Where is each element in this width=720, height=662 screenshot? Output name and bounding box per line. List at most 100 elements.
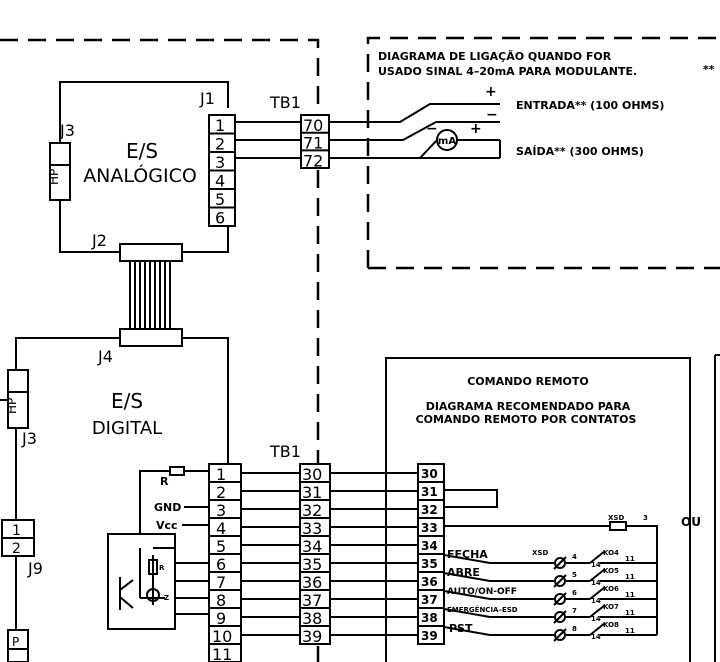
analog-j2-label: J2 bbox=[91, 231, 107, 250]
remote-subtitle1: DIAGRAMA RECOMENDADO PARA bbox=[426, 400, 631, 413]
r-resistor bbox=[169, 466, 185, 476]
p-connector bbox=[7, 629, 29, 662]
digital-pin-strip bbox=[208, 463, 242, 662]
relay-terminal: 14 bbox=[591, 633, 601, 641]
xsd-top-num: 3 bbox=[643, 514, 648, 522]
analog-j2-connector bbox=[119, 243, 183, 262]
remote-command-box bbox=[385, 357, 691, 662]
relay-common: 11 bbox=[625, 555, 635, 563]
digital-tb1-terminal-38: 38 bbox=[302, 609, 322, 628]
j9-label: J9 bbox=[27, 559, 43, 578]
xsd-top-resistor bbox=[609, 521, 627, 531]
analog-tb1-label: TB1 bbox=[269, 93, 301, 112]
relay-common: 11 bbox=[625, 573, 635, 581]
relay-common: 11 bbox=[625, 627, 635, 635]
emergencia-label: EMERGÊNCIA–ESD bbox=[447, 605, 518, 614]
analog-hp-label: HP bbox=[47, 169, 61, 185]
digital-pin-1: 1 bbox=[216, 465, 226, 484]
relay-name: KO4 bbox=[603, 549, 619, 557]
analog-tb1-terminal-72: 72 bbox=[303, 151, 323, 170]
digital-pin-9: 9 bbox=[216, 609, 226, 628]
digital-tb1-terminal-39: 39 bbox=[302, 627, 322, 646]
optocoupler-r-label: R bbox=[159, 564, 165, 572]
remote-subtitle2: COMANDO REMOTO POR CONTATOS bbox=[416, 413, 637, 426]
j9-pin-1: 1 bbox=[12, 523, 21, 539]
digital-tb1-terminal-30: 30 bbox=[302, 465, 322, 484]
analog-j1-label: J1 bbox=[199, 89, 215, 108]
digital-pin-10: 10 bbox=[212, 627, 232, 646]
relay-num: 4 bbox=[572, 553, 577, 561]
vcc-label: Vcc bbox=[156, 519, 178, 532]
xsd-label: XSD bbox=[532, 549, 548, 557]
digital-j4-label: J4 bbox=[97, 347, 113, 366]
analog-tb1-terminal-70: 70 bbox=[303, 116, 323, 135]
ribbon-cable bbox=[129, 261, 171, 329]
relay-num: 7 bbox=[572, 607, 577, 615]
j1-pin-2: 2 bbox=[215, 135, 225, 154]
digital-pin-11: 11 bbox=[212, 645, 232, 662]
analog-note-line1: DIAGRAMA DE LIGAÇÃO QUANDO FOR bbox=[378, 50, 612, 63]
optocoupler-z-label: Z bbox=[164, 594, 169, 602]
entrada-label: ENTRADA** (100 OHMS) bbox=[516, 99, 664, 112]
analog-note-line2: USADO SINAL 4–20mA PARA MODULANTE. bbox=[378, 65, 637, 78]
remote-terminal-33: 33 bbox=[421, 521, 438, 535]
relay-terminal: 14 bbox=[591, 579, 601, 587]
analog-note-dashed-border bbox=[366, 36, 720, 268]
remote-terminal-36: 36 bbox=[421, 575, 438, 589]
digital-tb1-label: TB1 bbox=[269, 442, 301, 461]
digital-hp-label: HP bbox=[5, 398, 19, 414]
analog-hp-connector bbox=[49, 142, 71, 201]
j9-pin-2: 2 bbox=[12, 541, 21, 557]
analog-note-asterisks: ** bbox=[703, 63, 715, 76]
analog-title-line1: E/S bbox=[126, 139, 158, 163]
remote-terminal-37: 37 bbox=[421, 593, 438, 607]
relay-name: KO8 bbox=[603, 621, 619, 629]
analog-note-wiring bbox=[330, 103, 501, 159]
digital-tb1-terminal-36: 36 bbox=[302, 573, 322, 592]
digital-pin-7: 7 bbox=[216, 573, 226, 592]
j1-pin-4: 4 bbox=[215, 172, 225, 191]
optocoupler-leads bbox=[139, 470, 209, 615]
digital-tb1-terminal-32: 32 bbox=[302, 501, 322, 520]
milliammeter-label: mA bbox=[438, 136, 456, 147]
relay-name: KO7 bbox=[603, 603, 619, 611]
gnd-label: GND bbox=[154, 501, 181, 514]
relay-common: 11 bbox=[625, 609, 635, 617]
remote-title: COMANDO REMOTO bbox=[467, 375, 589, 388]
analog-tb1-terminal-71: 71 bbox=[303, 134, 323, 153]
relay-terminal: 14 bbox=[591, 615, 601, 623]
remote-terminal-31: 31 bbox=[421, 485, 438, 499]
digital-title-line1: E/S bbox=[111, 389, 143, 413]
digital-j4-connector bbox=[119, 328, 183, 347]
r-label: R bbox=[160, 475, 169, 488]
digital-pin-5: 5 bbox=[216, 537, 226, 556]
digital-pin-6: 6 bbox=[216, 555, 226, 574]
remote-terminal-32: 32 bbox=[421, 503, 438, 517]
xsd-top-label: XSD bbox=[608, 514, 624, 522]
digital-pin-3: 3 bbox=[216, 501, 226, 520]
remote-terminal-35: 35 bbox=[421, 557, 438, 571]
relay-name: KO5 bbox=[603, 567, 619, 575]
digital-pin-2: 2 bbox=[216, 483, 226, 502]
relay-num: 6 bbox=[572, 589, 577, 597]
entrada-plus: + bbox=[485, 84, 497, 100]
j1-pin-6: 6 bbox=[215, 209, 225, 228]
digital-title-line2: DIGITAL bbox=[92, 418, 162, 439]
analog-title-line2: ANALÓGICO bbox=[83, 163, 197, 187]
relay-terminal: 14 bbox=[591, 597, 601, 605]
digital-hp-connector bbox=[7, 369, 29, 429]
digital-board bbox=[0, 337, 229, 630]
enclosure-dashed-border bbox=[0, 38, 320, 662]
remote-terminal-30: 30 bbox=[421, 467, 438, 481]
relay-terminal: 14 bbox=[591, 561, 601, 569]
remote-signal-wires bbox=[443, 554, 491, 636]
relay-num: 8 bbox=[572, 625, 577, 633]
digital-pin-4: 4 bbox=[216, 519, 226, 538]
saida-label: SAÍDA** (300 OHMS) bbox=[516, 145, 644, 158]
remote-terminal-39: 39 bbox=[421, 629, 438, 643]
j1-pin-1: 1 bbox=[215, 116, 225, 135]
